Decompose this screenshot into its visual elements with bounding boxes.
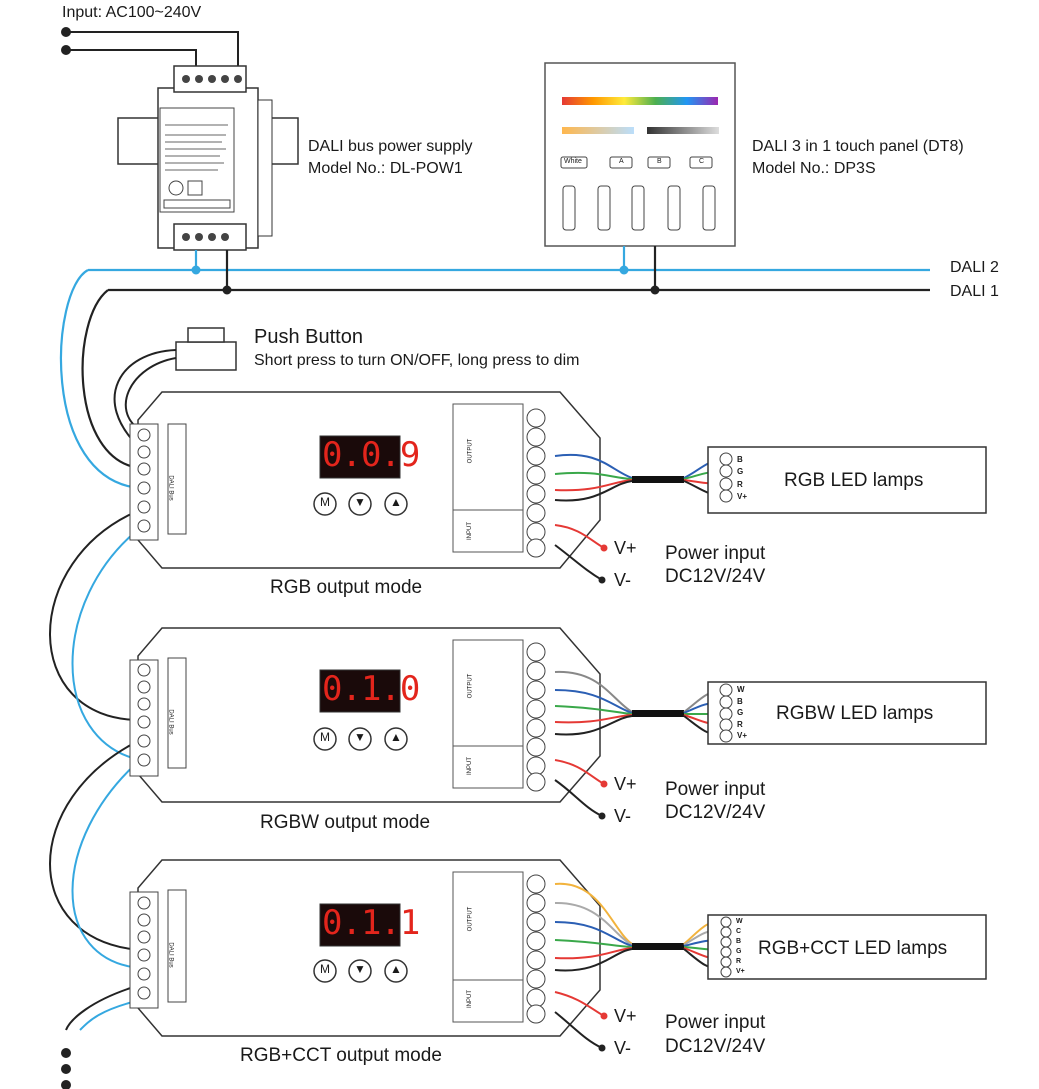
push-button-device xyxy=(113,327,237,449)
lamp-pin: R xyxy=(736,958,742,965)
controller-2-down-button[interactable]: ▼ xyxy=(354,730,366,744)
power-supply-model: Model No.: DL-POW1 xyxy=(308,160,463,177)
controller-3-lamp: RGB+CCT LED lamps xyxy=(758,938,948,959)
lamp-pin: V+ xyxy=(736,968,745,975)
lamp-pin: W xyxy=(737,685,745,694)
power-supply-device xyxy=(117,65,299,251)
lamp-pin: B xyxy=(737,455,743,464)
lamp-pin: G xyxy=(736,948,742,955)
controller-3-vplus: V+ xyxy=(614,1006,637,1026)
controller-3-mode: RGB+CCT output mode xyxy=(240,1045,442,1066)
push-button-title: Push Button xyxy=(254,326,363,348)
controller-1-down-button[interactable]: ▼ xyxy=(354,495,366,509)
controller-1-input-label: INPUT xyxy=(467,522,473,540)
lamp-pin: C xyxy=(736,928,742,935)
lamp-pin: R xyxy=(737,719,743,729)
controller-1-vplus: V+ xyxy=(614,538,637,558)
controller-2-m-button[interactable]: M xyxy=(320,730,330,744)
controller-1-m-button[interactable]: M xyxy=(320,495,330,509)
controller-1-display: 0.0.9 xyxy=(322,435,420,475)
controller-2-power-spec: DC12V/24V xyxy=(665,802,766,823)
controller-2-mode: RGBW output mode xyxy=(260,812,431,833)
touch-panel-button-b: B xyxy=(657,158,662,165)
controller-2 xyxy=(129,627,987,820)
controller-1-up-button[interactable]: ▲ xyxy=(390,495,402,509)
touch-panel-button-c: C xyxy=(699,158,705,165)
lamp-pin: B xyxy=(736,938,742,945)
controller-3-power-title: Power input xyxy=(665,1012,766,1033)
lamp-pin: V+ xyxy=(737,491,748,501)
ac-input-wires xyxy=(61,27,239,70)
controller-2-lamp: RGBW LED lamps xyxy=(776,703,934,724)
lamp-pin: V+ xyxy=(737,731,748,740)
controller-1-lamp-pins: B G R V+ xyxy=(737,454,747,503)
controller-3-down-button[interactable]: ▼ xyxy=(354,962,366,976)
power-supply-name: DALI bus power supply xyxy=(308,138,473,155)
dali2-label: DALI 2 xyxy=(950,259,999,276)
touch-panel-model: Model No.: DP3S xyxy=(752,160,876,177)
controller-3-output-label: OUTPUT xyxy=(467,906,474,932)
controller-2-up-button[interactable]: ▲ xyxy=(390,730,402,744)
controller-1-power-spec: DC12V/24V xyxy=(665,566,766,587)
lamp-pin: B xyxy=(737,696,743,706)
push-button-description: Short press to turn ON/OFF, long press t… xyxy=(254,352,580,369)
controller-1-mode: RGB output mode xyxy=(270,577,423,598)
controller-2-vminus: V- xyxy=(614,806,632,826)
controller-3-vminus: V- xyxy=(614,1038,632,1058)
controller-2-output-label: OUTPUT xyxy=(467,673,474,699)
controller-2-dali-bus-label: DALI Bus xyxy=(167,709,174,735)
controller-3-m-button[interactable]: M xyxy=(320,962,330,976)
controller-3-dali-bus-label: DALI Bus xyxy=(167,942,174,968)
controller-1-vminus: V- xyxy=(614,570,632,590)
chain-wires xyxy=(49,509,141,1089)
touch-panel-button-a: A xyxy=(619,158,624,165)
controller-1-dali-bus-label: DALI Bus xyxy=(167,475,174,501)
controller-2-display: 0.1.0 xyxy=(322,669,420,709)
controller-3-display: 0.1.1 xyxy=(322,903,420,943)
touch-panel-name: DALI 3 in 1 touch panel (DT8) xyxy=(752,138,964,155)
controller-1-output-label: OUTPUT xyxy=(467,438,474,464)
controller-3-input-label: INPUT xyxy=(467,990,473,1008)
controller-3-up-button[interactable]: ▲ xyxy=(390,962,402,976)
touch-panel-button-white: White xyxy=(564,158,582,165)
controller-1 xyxy=(129,391,987,584)
ac-input-label: Input: AC100~240V xyxy=(62,4,202,21)
controller-1-power-title: Power input xyxy=(665,543,766,564)
controller-3-lamp-pins: W C B G R V+ xyxy=(736,917,745,977)
lamp-pin: G xyxy=(737,467,744,477)
lamp-pin: G xyxy=(737,708,744,717)
controller-1-lamp: RGB LED lamps xyxy=(784,470,924,491)
controller-3-power-spec: DC12V/24V xyxy=(665,1036,766,1057)
controller-2-power-title: Power input xyxy=(665,779,766,800)
controller-3 xyxy=(129,859,987,1052)
dali1-label: DALI 1 xyxy=(950,283,999,300)
controller-2-vplus: V+ xyxy=(614,774,637,794)
touch-panel-device xyxy=(544,62,736,247)
lamp-pin: W xyxy=(736,918,743,925)
lamp-pin: R xyxy=(737,479,743,489)
dali-bus-lines xyxy=(59,246,930,490)
controller-2-input-label: INPUT xyxy=(467,757,473,775)
controller-2-lamp-pins: W B G R V+ xyxy=(737,684,747,742)
